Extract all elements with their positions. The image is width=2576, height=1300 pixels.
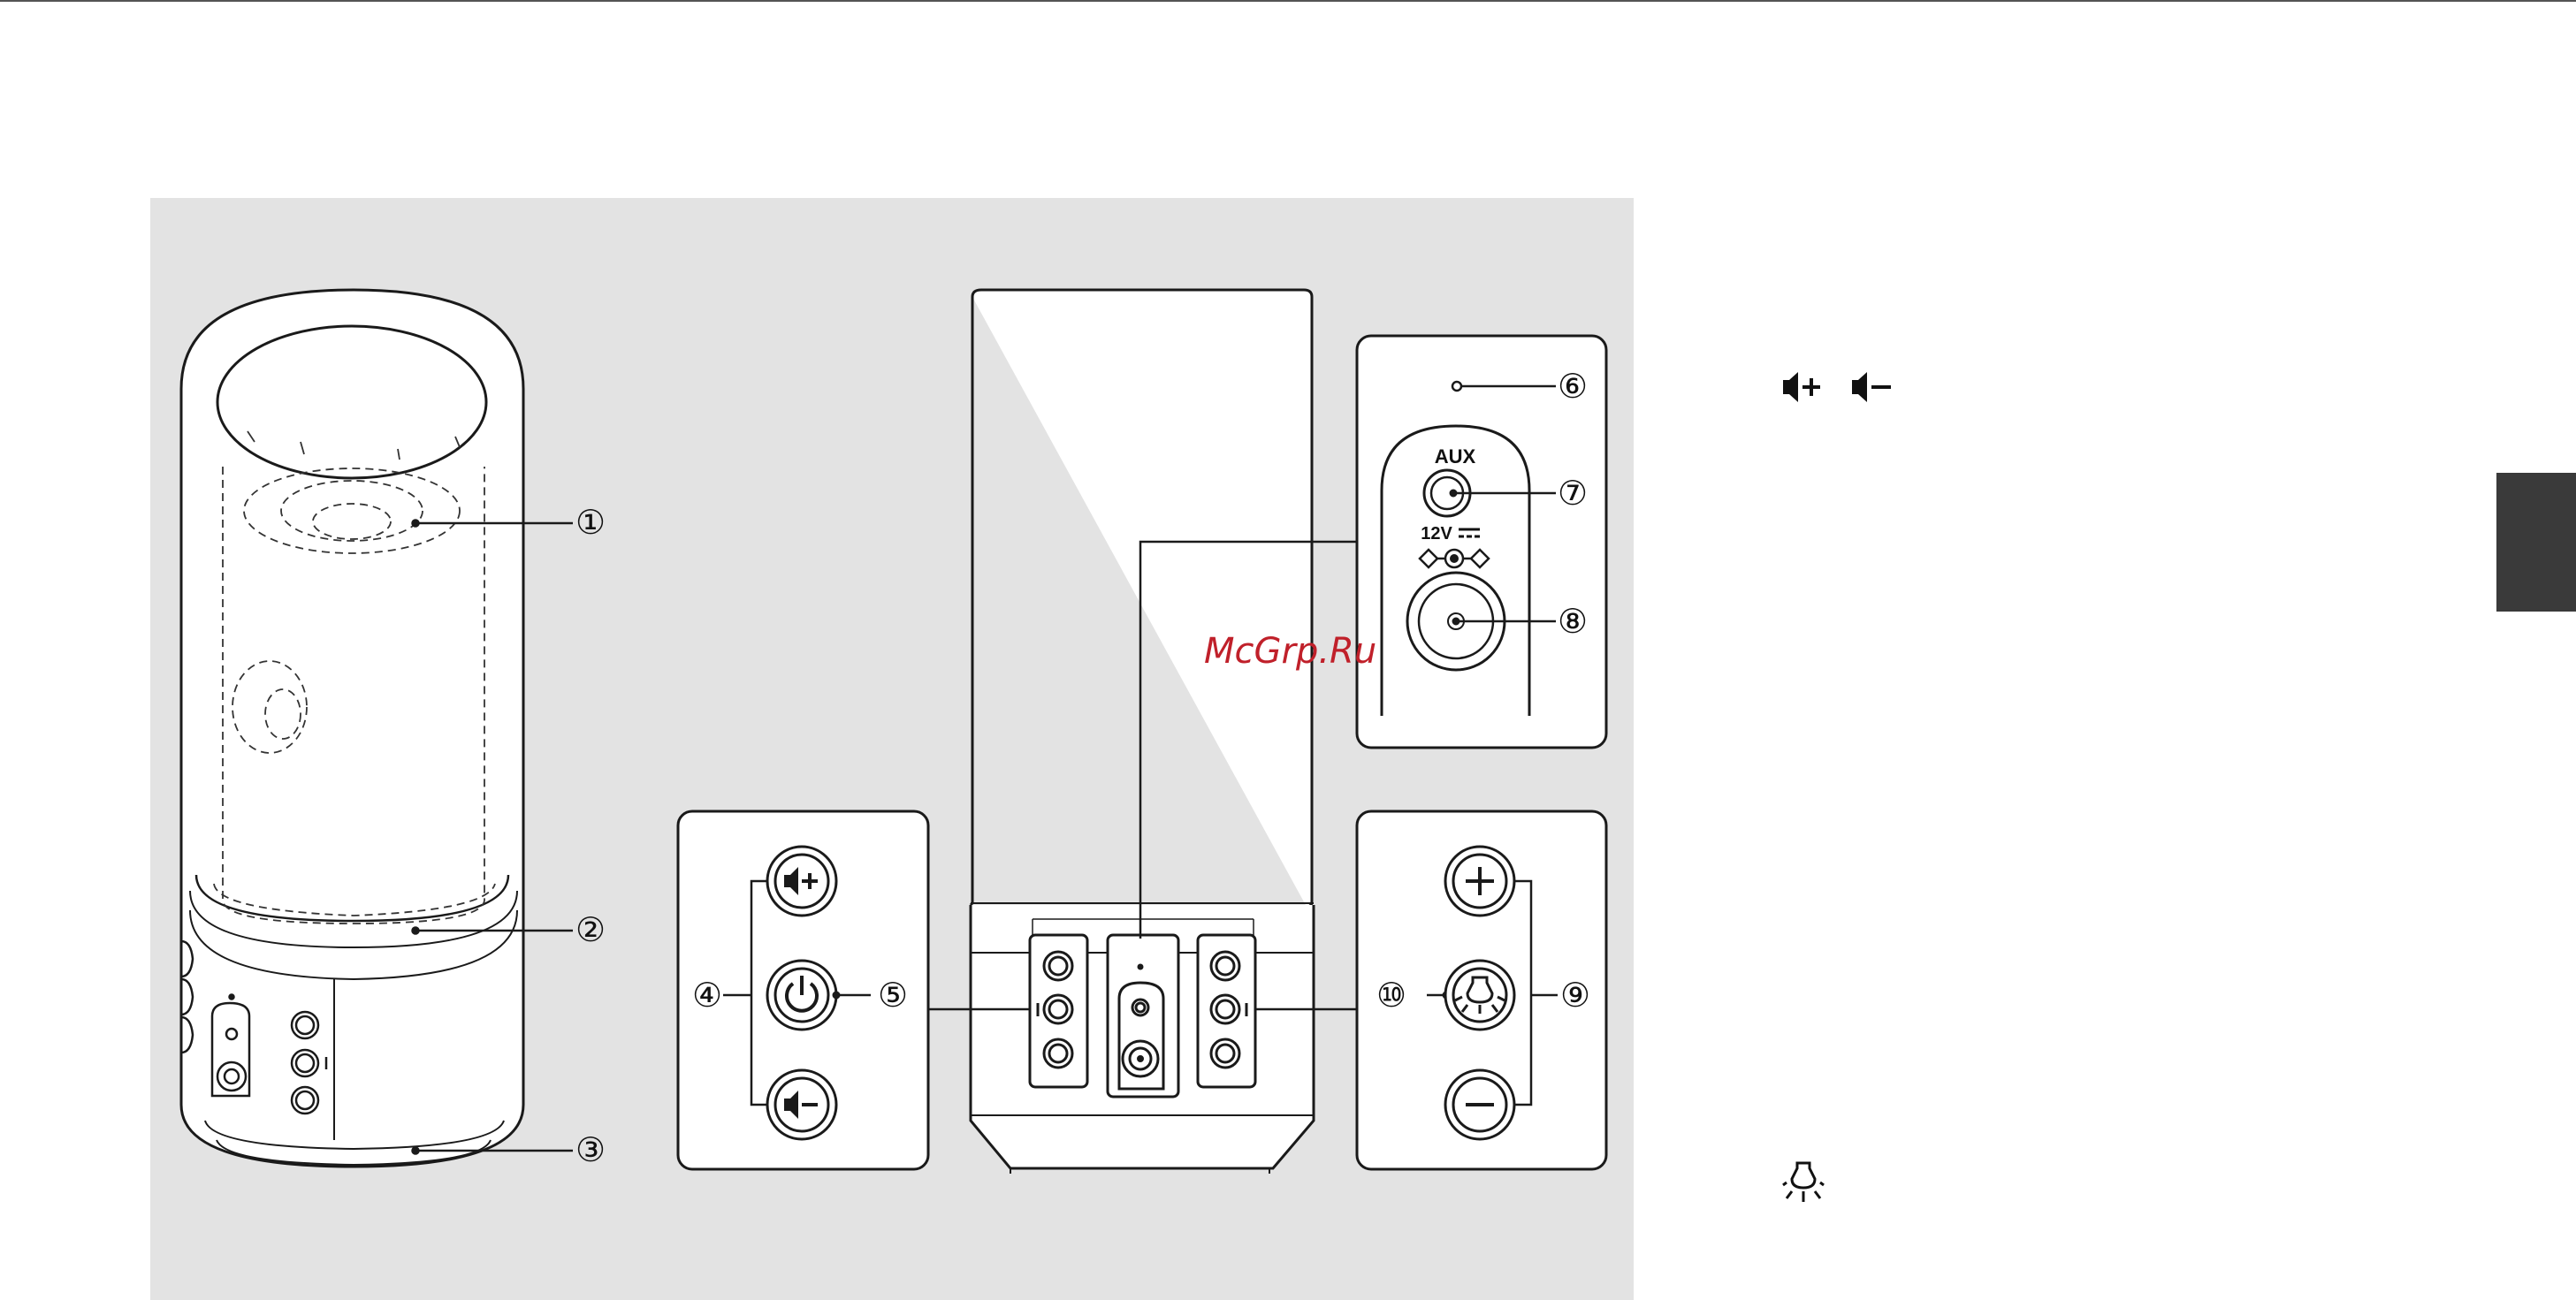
speaker-rear-view — [971, 290, 1314, 1174]
power-jack-label: 12V — [1421, 524, 1452, 544]
callout-2: ② — [575, 910, 606, 949]
callout-1: ① — [575, 503, 606, 542]
volume-up-down-icons — [1781, 369, 1905, 405]
callout-3: ③ — [575, 1130, 606, 1169]
callout-4: ④ — [692, 976, 722, 1015]
volume-down-icon — [1852, 372, 1891, 402]
callout-8: ⑧ — [1558, 602, 1588, 641]
aux-jack-label: AUX — [1435, 445, 1476, 468]
watermark: McGrp.Ru — [1204, 631, 1376, 672]
callout-5: ⑤ — [878, 976, 908, 1015]
callout-7: ⑦ — [1558, 474, 1588, 513]
callout-9: ⑨ — [1560, 976, 1590, 1015]
light-bulb-icon — [1782, 1159, 1826, 1205]
callout-10: ⑩ — [1376, 976, 1406, 1015]
volume-up-icon — [1783, 372, 1820, 402]
callout-6: ⑥ — [1558, 367, 1588, 406]
